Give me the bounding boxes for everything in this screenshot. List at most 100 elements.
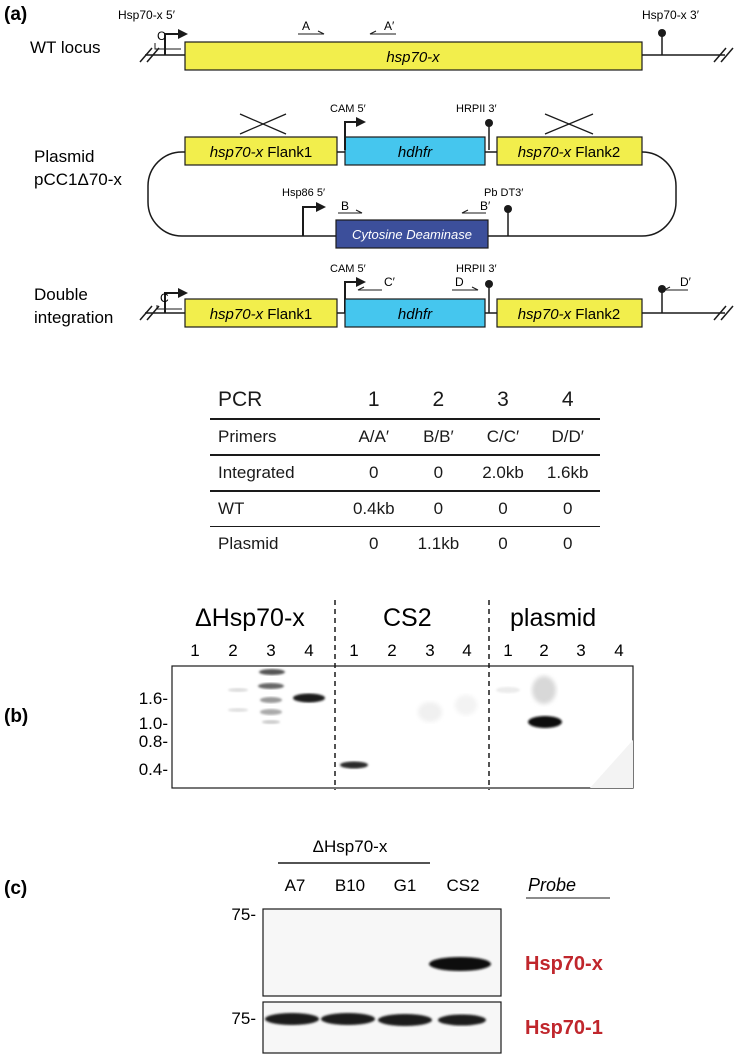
wt-primer-a: A — [302, 19, 310, 33]
primer-b-arrow — [338, 209, 363, 214]
plasmid-hdhfr-box — [344, 136, 486, 166]
blot-marker-bottom: 75- — [231, 1009, 256, 1028]
pcr-header-col: 2 — [406, 382, 471, 420]
wt-row-label: WT locus — [30, 38, 101, 57]
marker-0-8: 0.8- — [139, 732, 168, 751]
gel-lane-label: 3 — [266, 641, 275, 660]
blot-hsp70x — [262, 908, 502, 997]
blot-group-label: ΔHsp70-x — [313, 837, 388, 856]
gel-group-1: ΔHsp70-x — [195, 604, 305, 632]
pcr-header-col: 4 — [535, 382, 600, 420]
wt-primer-c: C — [157, 29, 166, 43]
double-flank2-label: hsp70-x Flank2 — [518, 306, 621, 323]
plasmid-primer-b2: B′ — [480, 199, 491, 213]
blot-lane-b10: B10 — [335, 876, 365, 895]
gel-lane-label: 3 — [576, 641, 585, 660]
pcr-table: PCR 1 2 3 4 Primers A/A′ B/B′ C/C′ D/D′ … — [210, 382, 600, 561]
cytosine-deaminase-label: Cytosine Deaminase — [352, 227, 472, 242]
primer-a2-arrow — [369, 30, 396, 35]
double-flank1-box — [184, 298, 338, 328]
blot-marker-top: 75- — [231, 905, 256, 924]
double-hdhfr-label: hdhfr — [398, 306, 433, 323]
table-cell: Plasmid — [218, 534, 279, 553]
plasmid-row-label-2: pCC1Δ70-x — [34, 170, 122, 189]
panel-c-label: (c) — [4, 878, 27, 899]
wt-locus-diagram: WT locus hsp70-x Hsp70-x 5′ Hsp70-x 3′ C… — [30, 8, 734, 71]
western-blot-panel: ΔHsp70-x A7 B10 G1 CS2 Probe 75- 75- Hsp… — [231, 837, 610, 1054]
marker-1-6: 1.6- — [139, 689, 168, 708]
table-row: Integrated 0 0 2.0kb 1.6kb — [210, 455, 600, 492]
double-promoter-arrow — [164, 288, 188, 313]
plasmid-flank2-label: hsp70-x Flank2 — [518, 144, 621, 161]
double-integration-diagram: Double integration C hsp70-x Flank1 CAM … — [34, 263, 734, 328]
blot-band-b10 — [321, 1013, 375, 1025]
table-cell: B/B′ — [406, 419, 471, 456]
gel-band-l4 — [293, 693, 325, 703]
hsp70x-gene-box — [184, 41, 643, 71]
plasmid-diagram: Plasmid pCC1Δ70-x hsp70-x Flank1 hdhfr C… — [34, 103, 677, 249]
blot-band-cs2-loading — [438, 1014, 486, 1026]
blot-hsp70-1 — [262, 1001, 502, 1054]
gel-band-cs2-l1 — [340, 761, 368, 769]
hsp86-promoter-arrow — [302, 202, 326, 236]
primer-a-arrow — [298, 30, 325, 35]
blot-band-g1 — [378, 1014, 432, 1026]
marker-0-4: 0.4- — [139, 760, 168, 779]
gel-lane-label: 1 — [349, 641, 358, 660]
table-cell: Integrated — [210, 455, 342, 492]
table-cell: 0 — [369, 534, 379, 553]
primer-c2-arrow — [357, 286, 382, 291]
marker-1-0: 1.0- — [139, 714, 168, 733]
probe-hsp70x: Hsp70-x — [525, 953, 603, 975]
table-cell: 0 — [470, 491, 536, 527]
blot-band-cs2 — [429, 957, 491, 971]
double-primer-c: C — [160, 291, 169, 305]
table-cell: 0 — [562, 534, 573, 553]
gel-group-3: plasmid — [510, 604, 596, 632]
gel-group-2: CS2 — [383, 604, 432, 632]
gel-band-l3-top — [259, 669, 285, 675]
cam5-promoter-arrow — [344, 117, 366, 150]
cytosine-deaminase-box — [335, 219, 489, 249]
table-cell: 0 — [498, 534, 508, 553]
double-row-label-2: integration — [34, 308, 113, 327]
double-terminator-icon — [485, 280, 493, 288]
pbdt3-terminator-icon — [504, 205, 512, 213]
table-cell: 1.6kb — [535, 455, 600, 492]
table-cell: 0 — [406, 491, 471, 527]
blot-lane-a7: A7 — [285, 876, 306, 895]
gel-band-plasmid-l2 — [528, 716, 562, 728]
wt-promoter-label: Hsp70-x 5′ — [118, 8, 176, 22]
table-cell: D/D′ — [535, 419, 600, 456]
double-3prime-terminator-icon — [658, 285, 666, 293]
table-row: WT 0.4kb 0 0 0 — [210, 491, 600, 527]
gel-lane-label: 3 — [425, 641, 434, 660]
primer-b2-arrow — [461, 209, 486, 214]
primer-d-arrow — [452, 286, 479, 291]
table-row: Plasmid 0 1.1kb 0 0 — [210, 527, 600, 562]
double-cam5-label: CAM 5′ — [330, 263, 366, 275]
gel-lane-label: 2 — [387, 641, 396, 660]
table-cell: Primers — [210, 419, 342, 456]
table-cell: 0.4kb — [341, 491, 407, 527]
gel-image — [171, 665, 634, 789]
table-cell: 1.1kb — [417, 534, 460, 553]
plasmid-hdhfr-label: hdhfr — [398, 144, 433, 161]
panel-b-label: (b) — [4, 706, 28, 727]
pcr-header-col: 1 — [341, 382, 407, 420]
gel-lane-label: 1 — [503, 641, 512, 660]
plasmid-flank2-box — [496, 136, 643, 166]
double-primer-d: D — [455, 275, 464, 289]
gel-lane-label: 4 — [304, 641, 313, 660]
pcr-table-header: PCR 1 2 3 4 — [210, 382, 600, 420]
plasmid-primer-b: B — [341, 199, 349, 213]
wt-primer-a2: A′ — [384, 19, 395, 33]
double-primer-c2: C′ — [384, 275, 396, 289]
double-row-label-1: Double — [34, 285, 88, 304]
double-primer-d2: D′ — [680, 275, 692, 289]
table-cell: 0 — [341, 455, 407, 492]
probe-hsp70-1: Hsp70-1 — [525, 1017, 603, 1039]
hsp70x-gene-label: hsp70-x — [386, 49, 440, 66]
